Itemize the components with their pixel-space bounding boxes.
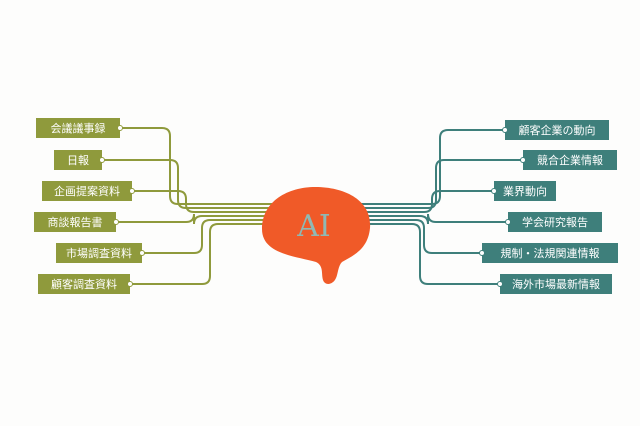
- center-node: AI: [262, 186, 371, 284]
- left-node-label: 商談報告書: [48, 215, 103, 229]
- right-branch-line: [354, 213, 506, 225]
- right-node-connector-dot: [491, 188, 497, 194]
- right-branch-line: [354, 190, 492, 213]
- left-branch-line: [122, 127, 276, 205]
- left-node-box: [56, 243, 142, 263]
- right-node-connector-dot: [505, 219, 511, 225]
- right-node-label: 規制・法規関連情報: [501, 246, 600, 260]
- right-node-box: [482, 243, 618, 263]
- right-node-connector-dot: [497, 281, 503, 287]
- left-node-label: 日報: [67, 154, 89, 167]
- right-node-label: 顧客企業の動向: [519, 123, 596, 137]
- left-node-2[interactable]: 日報: [54, 150, 105, 170]
- right-node-1[interactable]: 顧客企業の動向: [502, 120, 610, 140]
- right-branch-line: [354, 219, 480, 254]
- left-node-connector-dot: [99, 157, 105, 163]
- center-blob-shape: [262, 186, 371, 284]
- left-node-6[interactable]: 顧客調査資料: [38, 274, 133, 294]
- left-node-label: 企画提案資料: [54, 184, 120, 198]
- left-node-connector-dot: [117, 125, 123, 131]
- left-node-label: 顧客調査資料: [51, 277, 117, 291]
- left-node-box: [34, 212, 116, 232]
- left-branch-line: [118, 213, 276, 225]
- right-node-2[interactable]: 競合企業情報: [520, 150, 618, 170]
- left-node-box: [42, 181, 132, 201]
- left-node-5[interactable]: 市場調査資料: [56, 243, 145, 263]
- right-node-connector-dot: [520, 157, 526, 163]
- left-node-connector-dot: [129, 188, 135, 194]
- right-node-box: [523, 150, 617, 170]
- right-node-4[interactable]: 学会研究報告: [505, 212, 603, 232]
- left-node-label: 市場調査資料: [66, 246, 132, 260]
- right-node-connector-dot: [502, 127, 508, 133]
- right-branch-line: [354, 223, 498, 285]
- right-node-label: 学会研究報告: [522, 215, 588, 229]
- right-node-5[interactable]: 規制・法規関連情報: [479, 243, 619, 263]
- left-branch-line: [134, 190, 276, 213]
- right-node-label: 海外市場最新情報: [512, 277, 600, 291]
- left-branch-line: [104, 159, 276, 209]
- left-node-box: [36, 118, 120, 138]
- left-branch-line: [132, 223, 276, 285]
- right-node-box: [494, 181, 556, 201]
- right-node-label: 競合企業情報: [537, 153, 603, 167]
- left-node-box: [54, 150, 102, 170]
- left-node-box: [38, 274, 130, 294]
- right-node-connector-dot: [479, 250, 485, 256]
- right-node-6[interactable]: 海外市場最新情報: [497, 274, 613, 294]
- branch-lines: [104, 127, 521, 285]
- right-node-label: 業界動向: [503, 184, 547, 198]
- left-node-connector-dot: [113, 219, 119, 225]
- right-node-box: [505, 120, 609, 140]
- left-node-3[interactable]: 企画提案資料: [42, 181, 135, 201]
- left-node-1[interactable]: 会議議事録: [36, 118, 123, 138]
- right-branch-line: [354, 129, 503, 205]
- left-node-label: 会議議事録: [51, 121, 106, 135]
- left-node-4[interactable]: 商談報告書: [34, 212, 119, 232]
- right-node-box: [508, 212, 602, 232]
- center-label: AI: [296, 209, 331, 244]
- right-node-box: [500, 274, 612, 294]
- left-node-connector-dot: [139, 250, 145, 256]
- left-branch-line: [144, 219, 276, 254]
- right-node-3[interactable]: 業界動向: [491, 181, 557, 201]
- left-node-connector-dot: [127, 281, 133, 287]
